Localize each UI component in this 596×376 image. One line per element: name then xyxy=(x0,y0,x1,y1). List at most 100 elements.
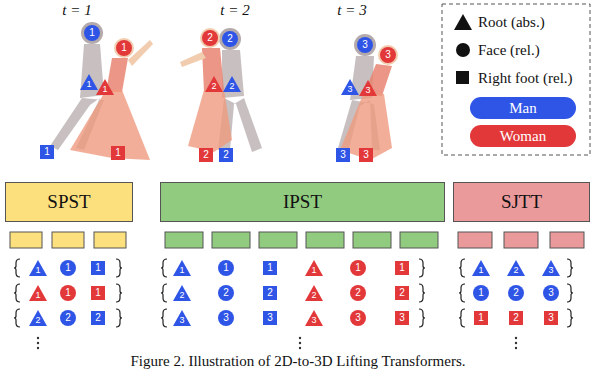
callout-number: 2 xyxy=(207,33,213,43)
joint-marker: 2 xyxy=(218,285,234,301)
joint-marker: 2 xyxy=(202,30,218,46)
callout-number: 1 xyxy=(478,288,484,298)
legend-sample xyxy=(456,43,470,57)
joint-marker: 1 xyxy=(263,261,277,275)
time-step-label: t = 3 xyxy=(337,2,366,19)
brace xyxy=(419,259,425,277)
callout-number: 3 xyxy=(548,266,553,276)
callout-number: 2 xyxy=(35,316,40,326)
legend-text: Face (rel.) xyxy=(478,42,540,59)
braces xyxy=(14,259,573,327)
token-bar xyxy=(400,232,438,248)
joint-marker: 2 xyxy=(91,311,105,325)
callout-number: 2 xyxy=(223,288,229,298)
joint-marker: 1 xyxy=(473,285,489,301)
box-label: SJTT xyxy=(501,191,542,213)
callout-number: 1 xyxy=(478,266,483,276)
token-bar xyxy=(504,232,538,248)
callout-number: 3 xyxy=(365,86,370,96)
process-box: SJTT xyxy=(453,182,590,222)
brace xyxy=(116,259,122,277)
brace xyxy=(567,284,573,302)
brace xyxy=(567,259,573,277)
man-head xyxy=(354,34,376,56)
man-head xyxy=(81,22,103,44)
callout-number: 3 xyxy=(340,150,346,160)
callout-number: 2 xyxy=(203,150,209,160)
callout-number: 2 xyxy=(229,82,234,92)
brace xyxy=(459,284,465,302)
woman-arm xyxy=(180,52,206,67)
callout-number: 1 xyxy=(95,288,101,298)
callout-number: 1 xyxy=(399,263,405,273)
brace xyxy=(116,309,122,327)
woman-head xyxy=(200,28,220,48)
token-bar xyxy=(458,232,492,248)
legend-text: Woman xyxy=(500,128,546,145)
callout-number: 3 xyxy=(385,50,391,60)
callout-number: 2 xyxy=(513,313,519,323)
joint-marker: 3 xyxy=(359,80,377,96)
dancer-pair xyxy=(180,28,262,152)
token-bar xyxy=(52,232,84,248)
brace xyxy=(459,309,465,327)
token-bar xyxy=(306,232,344,248)
joint-marker: 3 xyxy=(173,310,191,326)
joint-marker: 1 xyxy=(116,40,132,56)
callout-number: 2 xyxy=(267,288,273,298)
joint-marker: 1 xyxy=(40,145,54,159)
box-label: IPST xyxy=(283,191,322,213)
joint-marker: 2 xyxy=(29,310,47,326)
legend-swatch: Woman xyxy=(470,125,576,147)
joint-marker: 2 xyxy=(507,260,525,276)
joint-marker: 1 xyxy=(91,286,105,300)
joint-marker: 2 xyxy=(223,76,241,92)
dancer-pair xyxy=(338,34,398,160)
brace xyxy=(161,259,167,277)
joint-marker: 1 xyxy=(91,261,105,275)
callout-number: 3 xyxy=(223,313,229,323)
callout-number: 3 xyxy=(362,40,368,50)
joint-marker: 3 xyxy=(359,148,373,162)
joint-marker: 2 xyxy=(219,148,233,162)
joint-marker: 2 xyxy=(199,148,213,162)
box-label: SPST xyxy=(47,191,90,213)
joint-marker: 2 xyxy=(509,311,523,325)
man-torso xyxy=(222,50,244,98)
joint-marker: 3 xyxy=(218,310,234,326)
woman-head xyxy=(378,45,398,65)
joint-marker: 3 xyxy=(380,47,396,63)
dancer-pair xyxy=(50,22,153,160)
callout-number: 2 xyxy=(95,313,101,323)
joint-marker: 3 xyxy=(350,310,366,326)
joint-marker: 1 xyxy=(60,285,76,301)
joint-marker: 3 xyxy=(542,260,560,276)
brace xyxy=(14,309,20,327)
woman-dress xyxy=(70,90,150,160)
joint-marker: 1 xyxy=(80,74,98,90)
token-bars xyxy=(10,232,584,248)
callout-number: 3 xyxy=(179,316,184,326)
joint-marker: 3 xyxy=(341,79,359,95)
legend-text: Root (abs.) xyxy=(478,14,545,31)
token-bar xyxy=(165,232,203,248)
callout-number: 2 xyxy=(513,288,519,298)
legend-text: Right foot (rel.) xyxy=(478,70,573,87)
callout-number: 2 xyxy=(311,291,316,301)
man-head xyxy=(219,28,241,50)
joint-marker: 2 xyxy=(305,285,323,301)
callout-number: 1 xyxy=(65,288,71,298)
joint-marker: 1 xyxy=(305,260,323,276)
brace xyxy=(116,284,122,302)
callout-number: 3 xyxy=(548,288,554,298)
time-step-label: t = 2 xyxy=(220,2,249,19)
callout-number: 3 xyxy=(399,313,405,323)
callout-number: 3 xyxy=(267,313,273,323)
brace xyxy=(419,309,425,327)
token-bar xyxy=(259,232,297,248)
callout-number: 3 xyxy=(363,150,369,160)
callout-number: 1 xyxy=(44,147,50,157)
joint-marker: 3 xyxy=(263,311,277,325)
callout-number: 1 xyxy=(35,266,40,276)
legend-swatch: Man xyxy=(470,97,576,119)
